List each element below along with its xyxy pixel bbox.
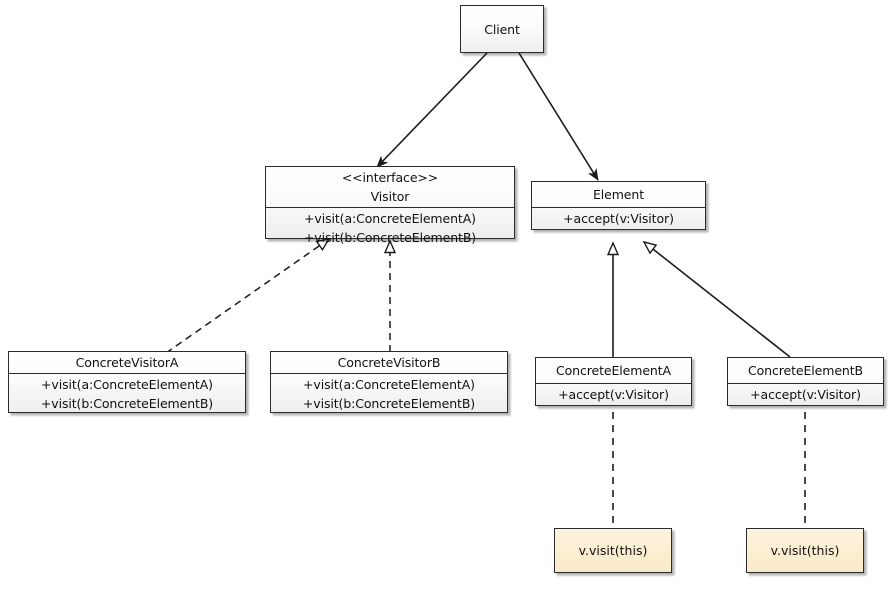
edge-client-to-element bbox=[518, 52, 599, 181]
class-members-compartment-concreteelementa: +accept(v:Visitor) bbox=[536, 383, 691, 405]
class-member: +visit(a:ConcreteElementA) bbox=[41, 377, 213, 392]
class-member: +accept(v:Visitor) bbox=[558, 387, 669, 402]
class-name-compartment-concreteelementa: ConcreteElementA bbox=[536, 358, 691, 383]
class-member: +visit(a:ConcreteElementA) bbox=[304, 211, 476, 226]
class-box-concreteelementb[interactable]: ConcreteElementB +accept(v:Visitor) bbox=[727, 357, 884, 406]
class-name-concreteelementa: ConcreteElementA bbox=[555, 363, 672, 378]
class-box-client[interactable]: Client bbox=[460, 5, 544, 53]
class-name-compartment-element: Element bbox=[532, 182, 705, 207]
edge-concreteelementb-to-element bbox=[644, 242, 791, 358]
class-box-concreteelementa[interactable]: ConcreteElementA +accept(v:Visitor) bbox=[535, 357, 692, 406]
note-text: v.visit(this) bbox=[578, 543, 648, 558]
class-members-compartment-element: +accept(v:Visitor) bbox=[532, 207, 705, 229]
class-name-element: Element bbox=[592, 187, 645, 202]
class-name-concretevisitorb: ConcreteVisitorB bbox=[337, 355, 441, 370]
class-name-client: Client bbox=[484, 21, 520, 37]
class-box-concretevisitorb[interactable]: ConcreteVisitorB +visit(a:ConcreteElemen… bbox=[270, 351, 508, 413]
class-box-element[interactable]: Element +accept(v:Visitor) bbox=[531, 181, 706, 230]
class-member: +visit(a:ConcreteElementA) bbox=[303, 377, 475, 392]
class-name-visitor: Visitor bbox=[370, 189, 410, 204]
class-name-compartment-visitor: <<interface>> Visitor bbox=[266, 167, 514, 207]
note-box-element-a[interactable]: v.visit(this) bbox=[554, 528, 672, 573]
class-members-compartment-concreteelementb: +accept(v:Visitor) bbox=[728, 383, 883, 405]
edge-concretevisitora-to-visitor bbox=[165, 239, 329, 354]
class-member: +accept(v:Visitor) bbox=[750, 387, 861, 402]
class-box-visitor[interactable]: <<interface>> Visitor +visit(a:ConcreteE… bbox=[265, 166, 515, 245]
class-name-concretevisitora: ConcreteVisitorA bbox=[75, 355, 179, 370]
note-box-element-b[interactable]: v.visit(this) bbox=[746, 528, 864, 573]
class-name-compartment-concreteelementb: ConcreteElementB bbox=[728, 358, 883, 383]
class-members-compartment-concretevisitora: +visit(a:ConcreteElementA) +visit(b:Conc… bbox=[9, 373, 245, 414]
class-member: +visit(b:ConcreteElementB) bbox=[302, 396, 476, 411]
class-members-compartment-visitor: +visit(a:ConcreteElementA) +visit(b:Conc… bbox=[266, 207, 514, 248]
class-member: +accept(v:Visitor) bbox=[563, 211, 674, 226]
edge-client-to-visitor bbox=[376, 52, 488, 168]
class-members-compartment-concretevisitorb: +visit(a:ConcreteElementA) +visit(b:Conc… bbox=[271, 373, 507, 414]
class-box-concretevisitora[interactable]: ConcreteVisitorA +visit(a:ConcreteElemen… bbox=[8, 351, 246, 413]
class-member: +visit(b:ConcreteElementB) bbox=[303, 230, 477, 245]
class-name-compartment-client: Client bbox=[478, 6, 526, 52]
class-name-compartment-concretevisitorb: ConcreteVisitorB bbox=[271, 352, 507, 373]
class-member: +visit(b:ConcreteElementB) bbox=[40, 396, 214, 411]
class-stereotype-visitor: <<interface>> bbox=[341, 170, 439, 185]
note-text: v.visit(this) bbox=[770, 543, 840, 558]
class-name-concreteelementb: ConcreteElementB bbox=[747, 363, 864, 378]
class-name-compartment-concretevisitora: ConcreteVisitorA bbox=[9, 352, 245, 373]
